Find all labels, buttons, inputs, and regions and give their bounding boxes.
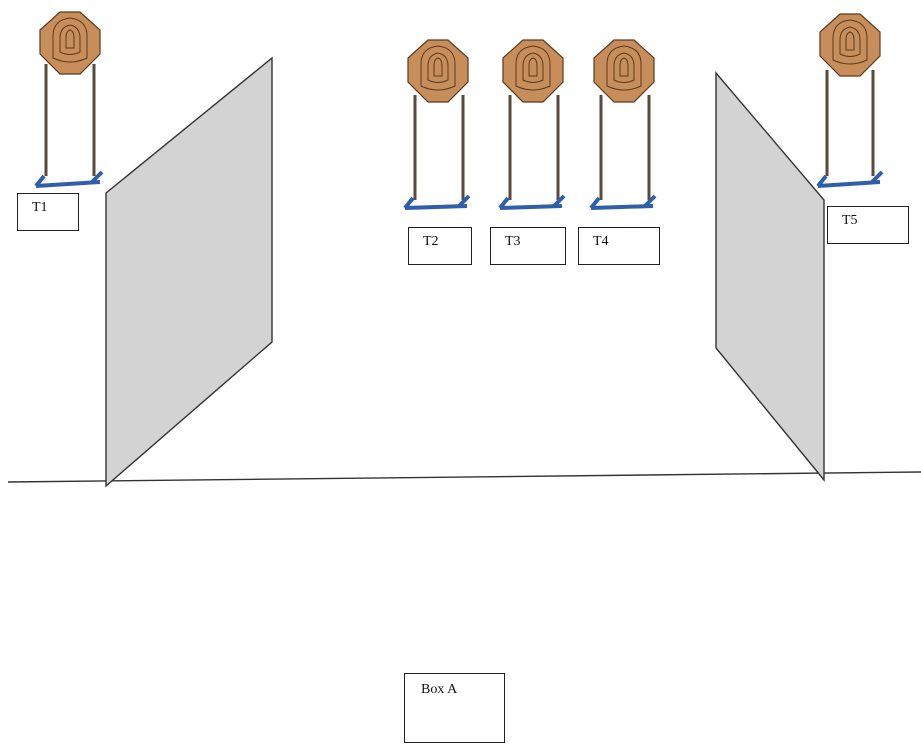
target-t4 [589,39,657,210]
target-label-t5: T5 [827,206,909,244]
target-label-t1: T1 [17,193,79,231]
left-wall [105,56,273,488]
target-label-t3: T3 [490,227,566,265]
target-label-t2: T2 [408,227,472,265]
target-t2 [403,39,471,210]
target-t1 [34,11,104,188]
right-wall [715,71,825,482]
target-label-t4: T4 [578,227,660,265]
target-t3 [498,39,566,210]
target-t5 [816,13,884,188]
start-box-label: Box A [404,673,505,743]
ground-line [7,471,921,483]
